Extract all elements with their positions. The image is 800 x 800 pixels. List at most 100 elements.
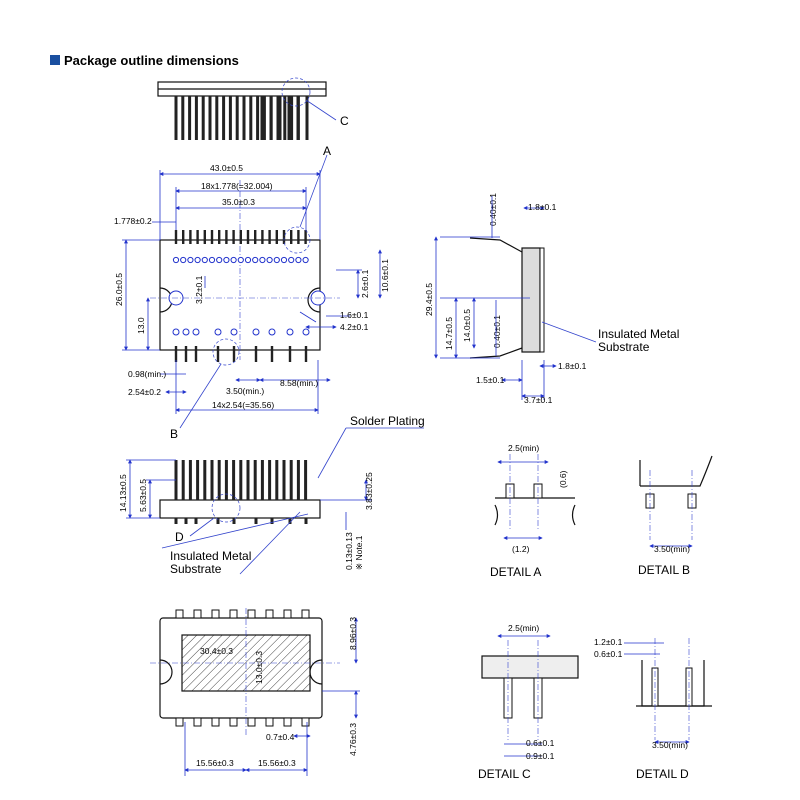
detail-c-title: DETAIL C <box>478 767 531 781</box>
dim-858: 8.58(min.) <box>280 378 318 388</box>
dim-1556-a: 15.56±0.3 <box>196 758 234 768</box>
pin <box>194 346 198 362</box>
pin <box>288 346 292 362</box>
pin <box>232 460 236 500</box>
pin <box>194 518 198 524</box>
pin <box>222 96 226 140</box>
pin <box>283 96 287 140</box>
pin <box>261 230 264 244</box>
pin <box>203 230 206 244</box>
dim-26b: 2.6±0.1 <box>360 269 370 298</box>
pin <box>260 96 264 140</box>
tab <box>247 717 256 727</box>
pin <box>201 96 205 140</box>
bottom-view: 30.4±0.3 13.0±0.3 8.96±0.3 4.76±0.3 0.7±… <box>150 608 360 776</box>
solder-plating-label: Solder Plating <box>350 414 425 428</box>
pin <box>182 230 185 244</box>
pin <box>304 230 307 244</box>
pin <box>287 96 291 140</box>
detail-b-circle <box>212 338 240 366</box>
pin <box>174 96 178 140</box>
dim-37: 3.7±0.1 <box>524 395 553 405</box>
pin <box>188 460 192 500</box>
pin <box>268 460 272 500</box>
pin <box>246 460 250 500</box>
dim-overall-width: 43.0±0.5 <box>210 163 243 173</box>
pin-hole <box>223 256 230 264</box>
dim-35: 35.0±0.3 <box>222 197 255 207</box>
pin <box>228 96 232 140</box>
dim-130-bot: 13.0±0.3 <box>254 651 264 684</box>
pin <box>276 96 280 140</box>
substrate-label-line: Substrate <box>598 340 650 354</box>
dim-pitch-bottom: 14x2.54(=35.56) <box>212 400 274 410</box>
pin <box>253 460 257 500</box>
pin <box>275 460 279 500</box>
pin <box>181 96 185 140</box>
substrate-label-line: Insulated Metal <box>598 327 679 341</box>
pin <box>282 460 286 500</box>
pin-hole <box>208 256 216 264</box>
pin <box>232 518 236 524</box>
detail-a-title: DETAIL A <box>490 565 541 579</box>
dim-13: 13.0 <box>136 317 146 334</box>
note-1: ※ Note.1 <box>354 535 364 570</box>
pin-hole <box>172 328 180 336</box>
detail-b-title: DETAIL B <box>638 563 690 577</box>
pin-hole <box>230 328 238 336</box>
pin <box>210 460 214 500</box>
page-title: Package outline dimensions <box>64 53 239 68</box>
pin <box>256 96 260 140</box>
pin <box>218 230 221 244</box>
pin <box>296 96 300 140</box>
dim-098: 0.98(min.) <box>128 369 166 379</box>
pin-hole <box>252 328 260 336</box>
dim-18-top: 1.8±0.1 <box>528 202 557 212</box>
pin <box>296 460 300 500</box>
detail-c-dim-09: 0.9±0.1 <box>526 751 555 761</box>
pin <box>246 230 250 244</box>
label-b: B <box>170 427 178 441</box>
tab <box>301 717 310 727</box>
dim-294: 29.4±0.5 <box>424 283 434 316</box>
dim-35min: 3.50(min.) <box>226 386 264 396</box>
tab <box>211 609 220 619</box>
pin <box>282 230 286 244</box>
pin <box>254 346 258 362</box>
dim-563: 5.63±0.5 <box>138 479 148 512</box>
pin <box>174 346 178 362</box>
pin <box>278 96 282 140</box>
tab <box>229 609 238 619</box>
pin <box>235 96 239 140</box>
tab <box>265 609 274 619</box>
tab <box>283 717 292 727</box>
detail-c: 2.5(min) 0.6±0.1 0.9±0.1 DETAIL C <box>478 623 579 781</box>
pin <box>239 460 243 500</box>
pin <box>290 230 293 244</box>
pin-hole <box>302 256 309 264</box>
pin-hole <box>192 328 200 336</box>
pin-hole <box>237 256 244 264</box>
pin <box>210 230 214 244</box>
top-view: C <box>157 77 349 140</box>
front-view: A B 43.0±0.5 18x1.778(=32.004) 35.0±0.3 … <box>114 144 390 441</box>
dim-013: 0.13±0.13 <box>344 532 354 570</box>
pin <box>297 230 300 244</box>
tab <box>283 609 292 619</box>
dim-106: 10.6±0.1 <box>380 259 390 292</box>
pin <box>268 230 271 244</box>
detail-a-dim-06: (0.6) <box>558 470 568 488</box>
dim-254: 2.54±0.2 <box>128 387 161 397</box>
dim-1413: 14.13±0.5 <box>118 474 128 512</box>
dim-304: 30.4±0.3 <box>200 646 233 656</box>
dim-04-bot: 0.40±0.1 <box>492 315 502 348</box>
detail-d-dim-35: 3.50(min) <box>652 740 688 750</box>
pin <box>305 96 309 140</box>
dim-16: 1.6±0.1 <box>340 310 369 320</box>
pin <box>196 230 199 244</box>
detail-a-dim-12: (1.2) <box>512 544 530 554</box>
pin <box>216 518 220 524</box>
